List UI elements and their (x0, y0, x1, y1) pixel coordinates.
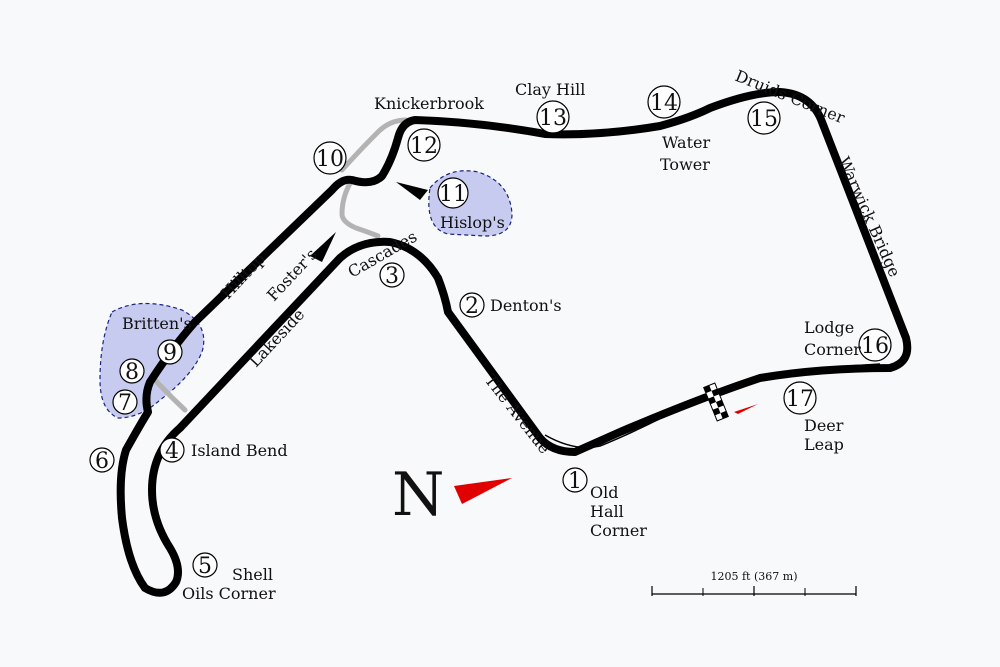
direction-arrow-icon (310, 232, 336, 262)
north-label: N (392, 460, 445, 530)
brittens-complex-area (99, 302, 205, 419)
direction-arrow-icon (734, 404, 758, 414)
svg-text:7: 7 (118, 391, 132, 416)
turn-name-11: Hislop's (440, 213, 505, 232)
svg-text:6: 6 (95, 449, 109, 474)
turn-marker-13: 13 (536, 100, 570, 134)
turn-marker-14: 14 (647, 85, 681, 119)
turn-marker-10: 10 (313, 141, 347, 175)
svg-text:15: 15 (750, 107, 778, 132)
turn-name-5: Shell Oils Corner (182, 565, 278, 603)
svg-text:5: 5 (198, 554, 212, 579)
svg-text:1: 1 (568, 469, 582, 494)
svg-text:9: 9 (163, 341, 177, 366)
turn-name-12: Knickerbrook (374, 94, 484, 113)
svg-text:11: 11 (439, 182, 467, 207)
turn-name-13: Clay Hill (515, 80, 585, 99)
old-layout-knickerbrook (339, 177, 381, 239)
start-finish-line (703, 382, 729, 422)
turn-marker-16: 16 (858, 328, 892, 362)
turn-marker-1: 1 (562, 467, 588, 494)
turn-marker-11: 11 (437, 177, 469, 209)
turn-marker-17: 17 (783, 381, 817, 415)
turn-marker-9: 9 (157, 339, 183, 366)
svg-text:16: 16 (861, 334, 889, 359)
turn-marker-6: 6 (89, 447, 115, 474)
turn-name-14: Water Tower (660, 133, 715, 174)
svg-text:2: 2 (465, 294, 479, 319)
turn-marker-15: 15 (747, 101, 781, 135)
old-layout-link (339, 117, 409, 173)
north-arrow-icon (454, 478, 512, 504)
scale-bar: 1205 ft (367 m) (651, 570, 857, 596)
turn-marker-7: 7 (112, 389, 138, 416)
turn-marker-5: 5 (192, 552, 218, 579)
scale-label: 1205 ft (367 m) (711, 570, 798, 583)
svg-text:17: 17 (786, 387, 814, 412)
svg-text:12: 12 (410, 134, 438, 159)
svg-text:10: 10 (316, 147, 344, 172)
turn-marker-8: 8 (119, 358, 145, 385)
turn-name-9: Britten's (122, 314, 192, 333)
svg-text:13: 13 (539, 106, 567, 131)
turn-marker-4: 4 (159, 437, 185, 464)
svg-text:3: 3 (385, 264, 399, 289)
turn-name-4: Island Bend (191, 441, 288, 460)
turn-name-2: Denton's (490, 296, 562, 315)
turn-marker-3: 3 (379, 262, 405, 289)
turn-marker-12: 12 (407, 128, 441, 162)
svg-text:14: 14 (650, 91, 678, 116)
svg-text:4: 4 (165, 439, 179, 464)
old-layout-brittens (152, 377, 188, 413)
turn-name-1: Old Hall Corner (590, 483, 647, 540)
turn-name-17: Deer Leap (804, 416, 849, 454)
turn-name-16: Lodge Corner (804, 318, 861, 359)
svg-text:8: 8 (125, 360, 139, 385)
turn-marker-2: 2 (459, 292, 485, 319)
direction-arrow-icon (396, 182, 428, 200)
